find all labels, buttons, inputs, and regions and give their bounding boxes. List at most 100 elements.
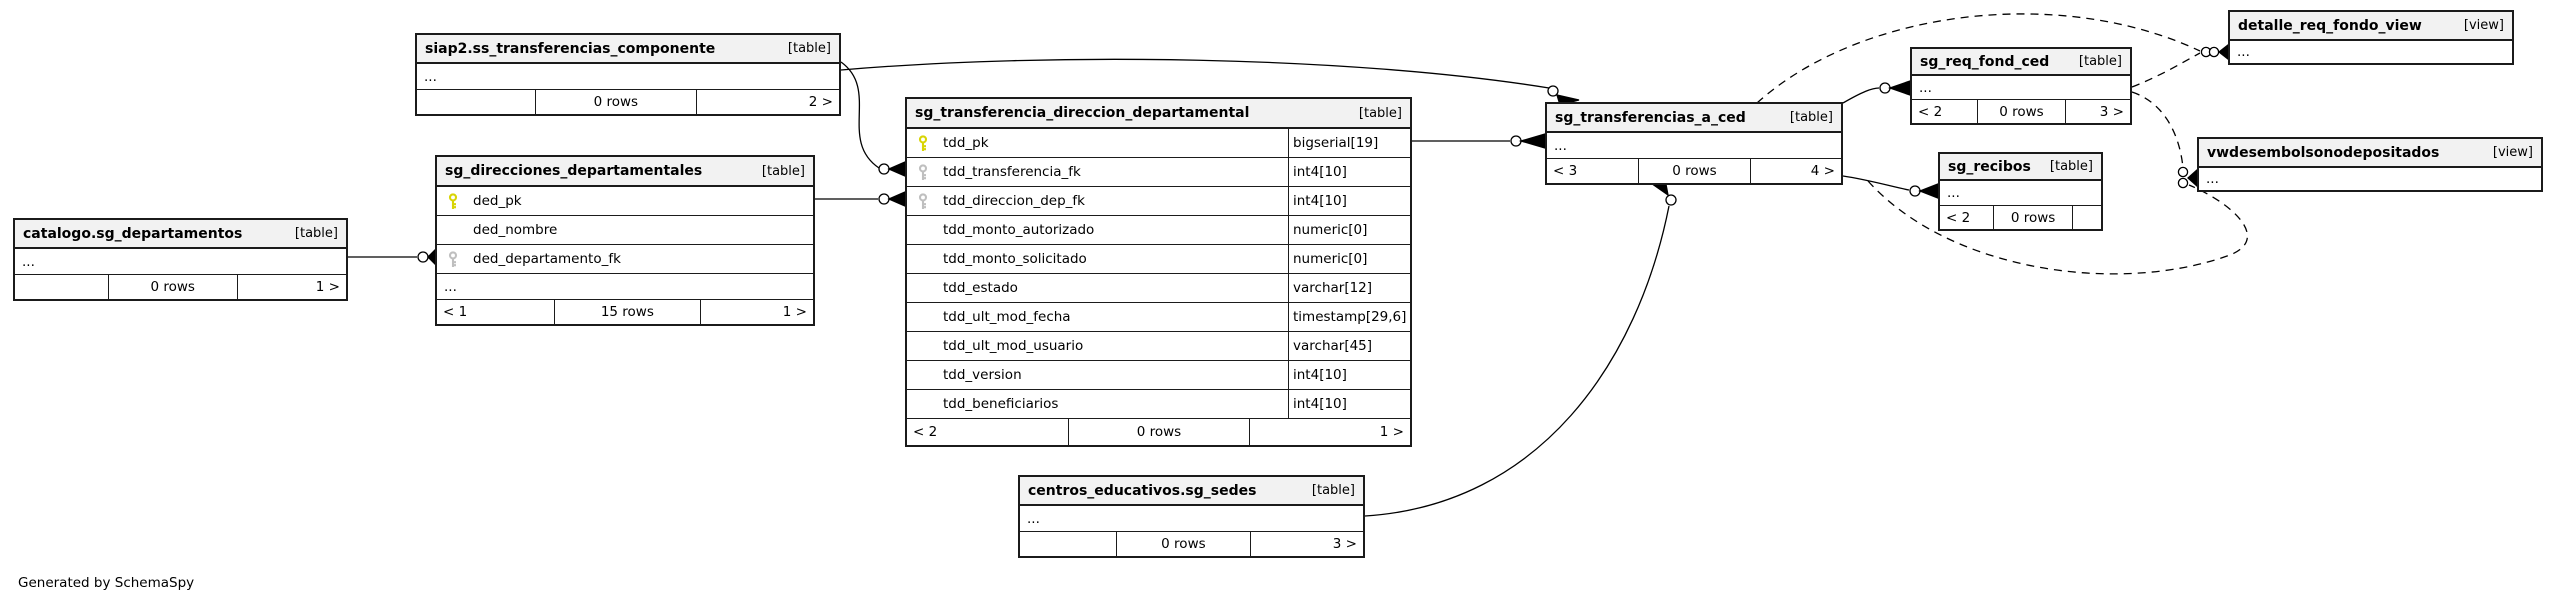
column-name: tdd_ult_mod_usuario (943, 338, 1084, 354)
entity-title: sg_req_fond_ced (1920, 53, 2050, 70)
footer-parents: < 2 (1946, 209, 1971, 226)
foreign-key-icon (918, 164, 928, 180)
footer-rowcount: 0 rows (535, 90, 695, 114)
column-name: tdd_version (943, 367, 1022, 383)
relationship-line-dashed (1756, 13, 2201, 104)
foreign-key-icon (448, 251, 458, 267)
entity-centros-educativos-sg-sedes[interactable]: centros_educativos.sg_sedes [table] ... … (1018, 475, 1365, 558)
entity-header: detalle_req_fondo_view [view] (2230, 12, 2512, 41)
entity-header: sg_transferencias_a_ced [table] (1547, 104, 1841, 133)
entity-vwdesembolsonodepositados[interactable]: vwdesembolsonodepositados [view] ... (2197, 137, 2543, 192)
entity-title: centros_educativos.sg_sedes (1028, 482, 1257, 499)
columns-ellipsis: ... (1020, 506, 1363, 532)
entity-sg-req-fond-ced[interactable]: sg_req_fond_ced [table] ... < 2 0 rows 3… (1910, 47, 2132, 125)
column-type: timestamp[29,6] (1288, 303, 1410, 331)
entity-sg-recibos[interactable]: sg_recibos [table] ... < 2 0 rows (1938, 152, 2103, 231)
columns-ellipsis: ... (437, 274, 813, 300)
entity-footer: 0 rows 1 > (15, 275, 346, 299)
entity-sg-transferencia-direccion-departamental[interactable]: sg_transferencia_direccion_departamental… (905, 97, 1412, 447)
footer-parents (1020, 532, 1116, 556)
entity-sg-transferencias-a-ced[interactable]: sg_transferencias_a_ced [table] ... < 3 … (1545, 102, 1843, 185)
relationship-line (840, 61, 880, 169)
column-name: tdd_ult_mod_fecha (943, 309, 1071, 325)
column-type: int4[10] (1288, 361, 1410, 389)
footer-children (2072, 206, 2101, 229)
entity-header: vwdesembolsonodepositados [view] (2199, 139, 2541, 168)
column-row: tdd_monto_solicitado numeric[0] (907, 245, 1410, 274)
entity-type-badge: [table] (761, 163, 805, 179)
entity-title: vwdesembolsonodepositados (2207, 144, 2440, 161)
entity-title: sg_transferencia_direccion_departamental (915, 105, 1250, 121)
column-row: ded_pk (437, 187, 813, 216)
column-type: int4[10] (1288, 187, 1410, 215)
column-row: tdd_estado varchar[12] (907, 274, 1410, 303)
entity-type-badge: [view] (2463, 18, 2504, 33)
entity-footer: < 3 0 rows 4 > (1547, 159, 1841, 183)
column-type: int4[10] (1288, 390, 1410, 418)
column-row: tdd_pk bigserial[19] (907, 129, 1410, 158)
entity-footer: < 2 0 rows 3 > (1912, 100, 2130, 123)
column-type: numeric[0] (1288, 216, 1410, 244)
footer-rowcount: 0 rows (1993, 206, 2072, 229)
column-name: tdd_monto_autorizado (943, 222, 1095, 238)
entity-header: siap2.ss_transferencias_componente [tabl… (417, 35, 839, 64)
footer-children: 4 > (1749, 159, 1841, 183)
column-name: tdd_estado (943, 280, 1018, 296)
column-row: ded_departamento_fk (437, 245, 813, 274)
entity-title: siap2.ss_transferencias_componente (425, 40, 716, 57)
entity-catalogo-sg-departamentos[interactable]: catalogo.sg_departamentos [table] ... 0 … (13, 218, 348, 301)
column-row: tdd_transferencia_fk int4[10] (907, 158, 1410, 187)
columns-ellipsis: ... (2206, 171, 2219, 187)
column-row: ded_nombre (437, 216, 813, 245)
footer-children: 1 > (236, 275, 346, 299)
column-name: tdd_beneficiarios (943, 396, 1059, 412)
entity-title: sg_direcciones_departamentales (445, 163, 703, 179)
relationship-line-dashed (2131, 52, 2201, 88)
footer-rowcount: 0 rows (1067, 419, 1249, 445)
entity-type-badge: [table] (294, 226, 338, 241)
column-name: ded_nombre (473, 222, 558, 238)
columns-ellipsis: ... (1547, 133, 1841, 159)
entity-type-badge: [table] (2049, 159, 2093, 174)
entity-footer: < 1 15 rows 1 > (437, 300, 813, 324)
relationship-line-dashed (2131, 91, 2184, 169)
footer-rowcount: 15 rows (553, 300, 701, 324)
columns-ellipsis: ... (1940, 181, 2101, 206)
footer-children: 3 > (2064, 100, 2130, 123)
column-type: int4[10] (1288, 158, 1410, 186)
entity-footer: < 2 0 rows (1940, 206, 2101, 229)
footer-parents (417, 90, 535, 114)
entity-title: detalle_req_fondo_view (2238, 17, 2422, 34)
entity-footer: 0 rows 2 > (417, 90, 839, 114)
column-type: numeric[0] (1288, 245, 1410, 273)
column-name: tdd_monto_solicitado (943, 251, 1087, 267)
relationship-line (1842, 87, 1880, 104)
entity-type-badge: [table] (787, 41, 831, 56)
footer-rowcount: 0 rows (107, 275, 237, 299)
foreign-key-icon (918, 193, 928, 209)
footer-parents (15, 275, 108, 299)
entity-header: sg_req_fond_ced [table] (1912, 49, 2130, 76)
entity-detalle-req-fondo-view[interactable]: detalle_req_fondo_view [view] ... (2228, 10, 2514, 65)
footer-rowcount: 0 rows (1116, 532, 1250, 556)
columns-ellipsis: ... (417, 64, 839, 90)
entity-header: catalogo.sg_departamentos [table] (15, 220, 346, 249)
entity-header: sg_direcciones_departamentales [table] (437, 157, 813, 187)
column-row: tdd_version int4[10] (907, 361, 1410, 390)
column-type: bigserial[19] (1288, 129, 1410, 157)
column-name: tdd_transferencia_fk (943, 164, 1081, 180)
footer-parents: < 1 (443, 304, 468, 320)
columns-ellipsis: ... (1912, 76, 2130, 100)
columns-ellipsis: ... (2237, 44, 2250, 60)
column-row: tdd_ult_mod_usuario varchar[45] (907, 332, 1410, 361)
relationship-line (840, 58, 1550, 89)
entity-header: sg_transferencia_direccion_departamental… (907, 99, 1410, 129)
relationship-line (1842, 175, 1910, 191)
generated-by-note: Generated by SchemaSpy (18, 575, 195, 591)
entity-title: sg_recibos (1948, 158, 2031, 175)
column-name: tdd_pk (943, 135, 989, 151)
entity-siap2-ss-transferencias-componente[interactable]: siap2.ss_transferencias_componente [tabl… (415, 33, 841, 116)
entity-type-badge: [table] (2078, 54, 2122, 69)
footer-children: 2 > (695, 90, 839, 114)
entity-sg-direcciones-departamentales[interactable]: sg_direcciones_departamentales [table] d… (435, 155, 815, 326)
